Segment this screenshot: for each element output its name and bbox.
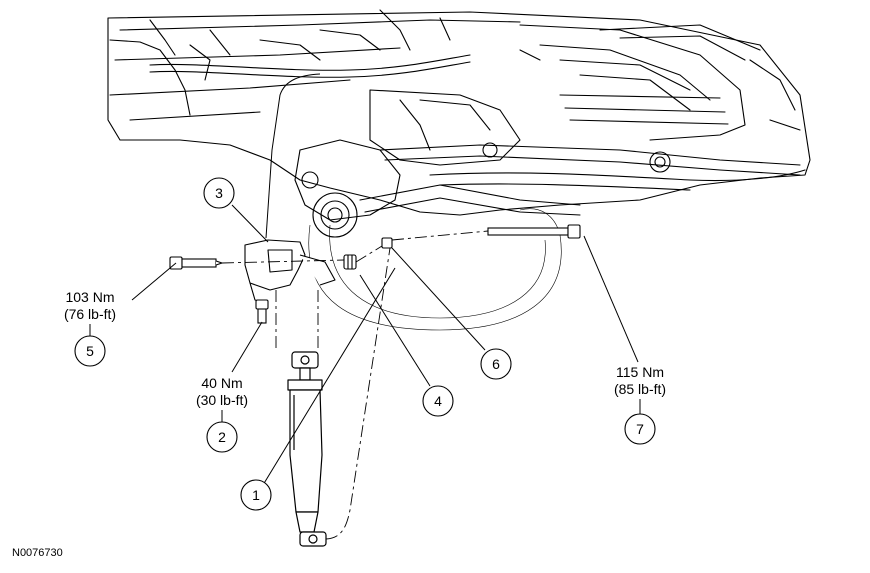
torque-lbft-label: (76 lb-ft) xyxy=(64,306,116,322)
shock-absorber xyxy=(287,351,327,547)
shock-bracket xyxy=(244,239,336,303)
bolt-5 xyxy=(169,256,224,270)
callout-number: 7 xyxy=(636,421,644,437)
callout-6: 6 xyxy=(480,348,512,380)
torque-nm-label: 103 Nm xyxy=(65,289,114,305)
torque-lbft-label: (30 lb-ft) xyxy=(196,392,248,408)
torque-nm-label: 40 Nm xyxy=(201,375,242,391)
nut-4 xyxy=(343,254,357,270)
callout-number: 1 xyxy=(252,487,260,503)
torque-nm-label: 115 Nm xyxy=(616,364,664,380)
bolt-2 xyxy=(255,299,269,324)
callout-5: 103 Nm (76 lb-ft) 5 xyxy=(64,289,116,367)
callout-2: 40 Nm (30 lb-ft) 2 xyxy=(196,375,248,453)
callout-4: 4 xyxy=(422,385,454,417)
vehicle-underbody-drawing xyxy=(107,9,811,238)
figure-id: N0076730 xyxy=(12,547,63,559)
callout-1: 1 xyxy=(240,479,272,511)
leader-lines xyxy=(131,204,639,486)
callout-number: 3 xyxy=(215,185,223,201)
wheel-outline xyxy=(308,208,562,331)
callout-number: 2 xyxy=(218,429,226,445)
callout-number: 4 xyxy=(434,393,442,409)
callout-number: 5 xyxy=(86,343,94,359)
callout-3: 3 xyxy=(203,177,235,209)
callout-number: 6 xyxy=(492,356,500,372)
assembly-lines xyxy=(221,230,489,540)
bolt-7 xyxy=(487,224,581,239)
torque-lbft-label: (85 lb-ft) xyxy=(614,381,666,397)
callout-7: 115 Nm (85 lb-ft) 7 xyxy=(614,364,666,445)
routing-line xyxy=(265,73,321,239)
bolt-6 xyxy=(381,237,393,249)
